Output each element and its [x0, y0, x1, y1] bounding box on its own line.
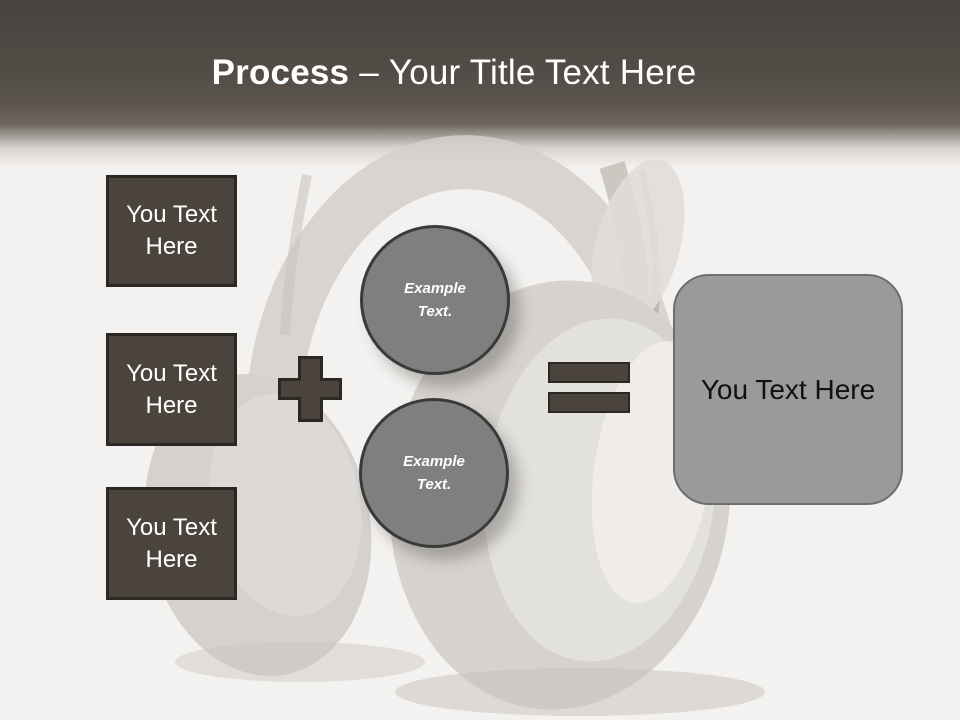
example-circle-label: Example Text.	[403, 452, 465, 493]
text-placeholder-box-1[interactable]: You Text Here	[106, 175, 237, 287]
plus-icon	[278, 356, 342, 422]
example-circle-2[interactable]: Example Text.	[359, 398, 509, 548]
result-placeholder-box[interactable]: You Text Here	[673, 274, 903, 505]
equals-icon	[548, 362, 630, 413]
example-circle-label: Example Text.	[404, 279, 466, 320]
equals-bar-top	[548, 362, 630, 383]
title-separator: –	[359, 53, 379, 92]
text-placeholder-box-3[interactable]: You Text Here	[106, 487, 237, 600]
text-placeholder-label: You Text Here	[126, 513, 217, 573]
result-placeholder-label: You Text Here	[700, 373, 876, 405]
equals-bar-bottom	[548, 392, 630, 413]
title-keyword: Process	[211, 53, 350, 92]
text-placeholder-label: You Text Here	[126, 201, 217, 260]
text-placeholder-label: You Text Here	[126, 359, 217, 419]
title-subtext: Your Title Text Here	[388, 53, 697, 92]
example-circle-1[interactable]: Example Text.	[360, 225, 510, 375]
text-placeholder-box-2[interactable]: You Text Here	[106, 333, 237, 446]
page-title[interactable]: Process–Your Title Text Here	[0, 53, 908, 93]
